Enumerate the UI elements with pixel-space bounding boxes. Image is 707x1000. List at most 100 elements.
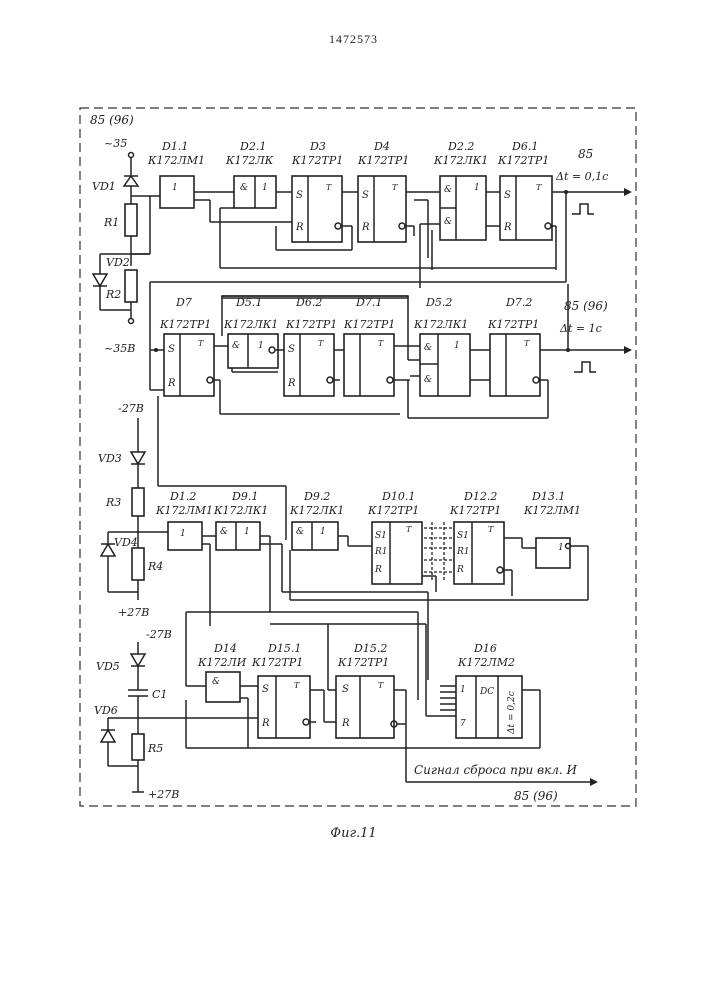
label-vd5: VD5 (96, 660, 120, 673)
sym-d6-2-r: R (287, 378, 296, 389)
sym-d16-pin7: 7 (460, 719, 466, 729)
pulse-icon-1 (572, 204, 594, 214)
arrow-out2 (624, 346, 632, 354)
sym-d7-r: R (167, 378, 176, 389)
supply-bottom-3: +27В (148, 788, 179, 801)
label-r1: R1 (103, 216, 119, 229)
label-r4: R4 (147, 560, 163, 573)
sym-d4-r: R (361, 222, 370, 233)
resistor-r2 (125, 270, 137, 302)
sym-d12-2-t: T (488, 525, 494, 534)
sym-d9-1a: & (220, 527, 228, 537)
block-d7-1 (344, 334, 394, 396)
sym-d10-1-s1: S1 (375, 531, 387, 541)
type-d7: К172ТР1 (159, 318, 211, 331)
label-d2-2: D2.2 (447, 140, 474, 153)
label-d10-1: D10.1 (381, 490, 415, 503)
sym-d5-2b: & (424, 375, 432, 385)
label-d7-2: D7.2 (505, 296, 532, 309)
sym-d1-1: 1 (172, 183, 178, 193)
type-d1-2: К172ЛМ1 (155, 504, 213, 517)
sym-d14: & (212, 677, 220, 687)
type-d7-2: К172ТР1 (487, 318, 539, 331)
label-d2-1: D2.1 (239, 140, 266, 153)
out2-dt: Δt = 1с (559, 322, 602, 335)
sym-d1-2: 1 (180, 529, 186, 539)
sym-d10-1-t: T (406, 525, 412, 534)
reset-dest: 85 (96) (514, 789, 558, 803)
label-d16: D16 (473, 642, 497, 655)
label-d6-1: D6.1 (511, 140, 538, 153)
label-d15-1: D15.1 (267, 642, 301, 655)
label-d1-2: D1.2 (169, 490, 196, 503)
sym-d12-2-r: R (456, 565, 464, 575)
type-d9-1: К172ЛК1 (213, 504, 268, 517)
sym-d2-2a: & (444, 185, 452, 195)
sym-d9-1b: 1 (244, 527, 250, 537)
sym-d16-pin1: 1 (460, 685, 466, 695)
label-d4: D4 (373, 140, 390, 153)
diode-vd1 (124, 176, 138, 186)
label-vd4: VD4 (114, 536, 138, 549)
block-d5-1 (228, 334, 278, 368)
sym-d15-2-s: S (342, 684, 349, 695)
sym-d15-1-r: R (261, 718, 270, 729)
frame-label: 85 (96) (90, 113, 134, 127)
label-vd6: VD6 (94, 704, 118, 717)
sym-d2-1a: & (240, 183, 248, 193)
label-d15-2: D15.2 (353, 642, 387, 655)
sym-d7-2-t: T (524, 339, 530, 348)
type-d7-1: К172ТР1 (343, 318, 395, 331)
sym-d15-1-t: T (294, 681, 300, 690)
sym-d3-t: T (326, 183, 332, 192)
type-d1-1: К172ЛМ1 (147, 154, 205, 167)
label-d1-1: D1.1 (161, 140, 188, 153)
supply-top-2: -27В (118, 402, 144, 415)
supply-top-3: -27В (146, 628, 172, 641)
resistor-r4 (132, 548, 144, 580)
sym-d7-t: T (198, 339, 204, 348)
type-d4: К172ТР1 (357, 154, 409, 167)
sym-d16-dc: DC (479, 687, 494, 697)
type-d5-2: К172ЛК1 (413, 318, 468, 331)
sym-d9-2b: 1 (320, 527, 326, 537)
jumper-group (424, 522, 454, 580)
label-vd1: VD1 (92, 180, 116, 193)
block-d7-2 (490, 334, 540, 396)
sym-d7-s: S (168, 344, 175, 355)
type-d12-2: К172ТР1 (449, 504, 501, 517)
type-d6-1: К172ТР1 (497, 154, 549, 167)
type-d2-1: К172ЛК (225, 154, 274, 167)
sym-d5-2a: & (424, 343, 432, 353)
pulse-icon-2 (574, 362, 596, 372)
label-d9-1: D9.1 (231, 490, 258, 503)
diode-vd6 (101, 730, 115, 742)
sym-d9-2a: & (296, 527, 304, 537)
label-d13-1: D13.1 (531, 490, 565, 503)
sym-d4-s: S (362, 190, 369, 201)
arrow-reset (590, 778, 598, 786)
supply-top-1: ~35 (104, 137, 127, 150)
sym-d15-2-r: R (341, 718, 350, 729)
label-vd3: VD3 (98, 452, 122, 465)
resistor-r1 (125, 204, 137, 236)
sym-d15-1-s: S (262, 684, 269, 695)
sym-d7-1-t: T (378, 339, 384, 348)
sym-d3-s: S (296, 190, 303, 201)
label-d12-2: D12.2 (463, 490, 497, 503)
sym-d6-2-t: T (318, 339, 324, 348)
type-d15-1: К172ТР1 (251, 656, 303, 669)
sym-d6-1-s: S (504, 190, 511, 201)
sym-d2-2c: 1 (474, 183, 480, 193)
sym-d6-2-s: S (288, 344, 295, 355)
type-d10-1: К172ТР1 (367, 504, 419, 517)
label-vd2: VD2 (106, 256, 130, 269)
diode-vd3 (131, 452, 145, 464)
sym-d2-2b: & (444, 217, 452, 227)
type-d5-1: К172ЛК1 (223, 318, 278, 331)
sym-d2-1b: 1 (262, 183, 268, 193)
sym-d10-1-r: R (374, 565, 382, 575)
label-d7: D7 (175, 296, 192, 309)
arrow-out1 (624, 188, 632, 196)
